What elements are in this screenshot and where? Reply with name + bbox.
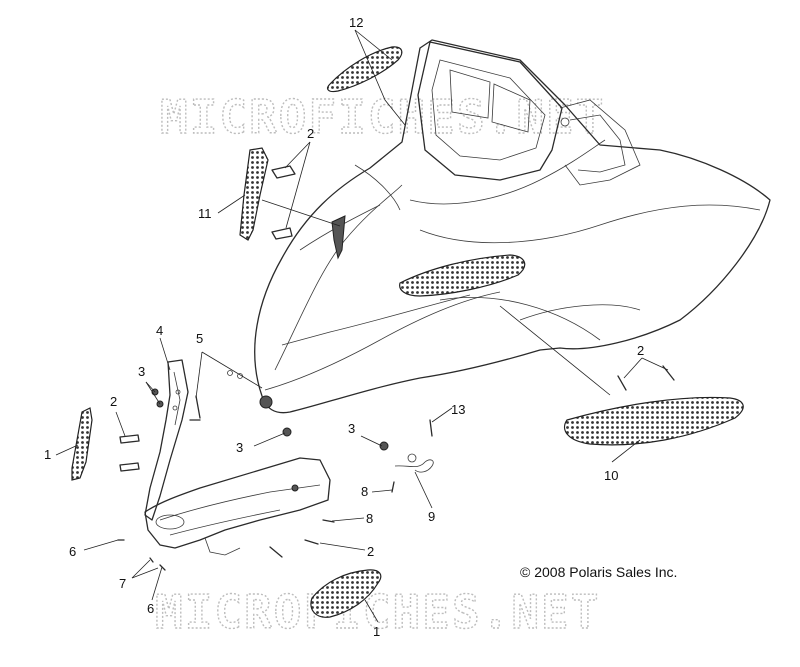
callout-1: 1 <box>44 447 51 462</box>
callout-8: 8 <box>361 484 368 499</box>
callout-7: 7 <box>119 576 126 591</box>
callout-12: 12 <box>349 15 363 30</box>
fasteners <box>117 165 675 571</box>
hood <box>254 39 771 414</box>
leader-lines <box>55 29 669 623</box>
callout-3: 3 <box>236 440 243 455</box>
callout-4: 4 <box>156 323 163 338</box>
callout-2: 2 <box>367 544 374 559</box>
copyright-text: © 2008 Polaris Sales Inc. <box>520 564 677 580</box>
callout-9: 9 <box>428 509 435 524</box>
callout-8: 8 <box>366 511 373 526</box>
part-1-left-grille <box>71 407 93 481</box>
part-11-side-trim <box>239 147 269 241</box>
callout-2: 2 <box>307 126 314 141</box>
part-4-bumper <box>144 359 189 521</box>
callouts: 12 2 11 4 5 3 2 1 3 3 13 2 10 8 9 8 6 7 … <box>44 15 644 639</box>
callout-3: 3 <box>138 364 145 379</box>
callout-10: 10 <box>604 468 618 483</box>
part-1-bottom-grille <box>310 569 382 618</box>
callout-2: 2 <box>110 394 117 409</box>
callout-3: 3 <box>348 421 355 436</box>
watermark-top: MICROFICHES.NET <box>160 90 605 144</box>
part-12-vent <box>327 46 403 93</box>
callout-1: 1 <box>373 624 380 639</box>
callout-11: 11 <box>198 206 212 221</box>
callout-13: 13 <box>451 402 465 417</box>
part-10-side-vent <box>563 396 744 446</box>
lower-valance <box>144 457 331 556</box>
callout-5: 5 <box>196 331 203 346</box>
callout-2: 2 <box>637 343 644 358</box>
callout-6: 6 <box>69 544 76 559</box>
callout-6: 6 <box>147 601 154 616</box>
watermark-bottom: MICROFICHES.NET <box>155 585 600 639</box>
